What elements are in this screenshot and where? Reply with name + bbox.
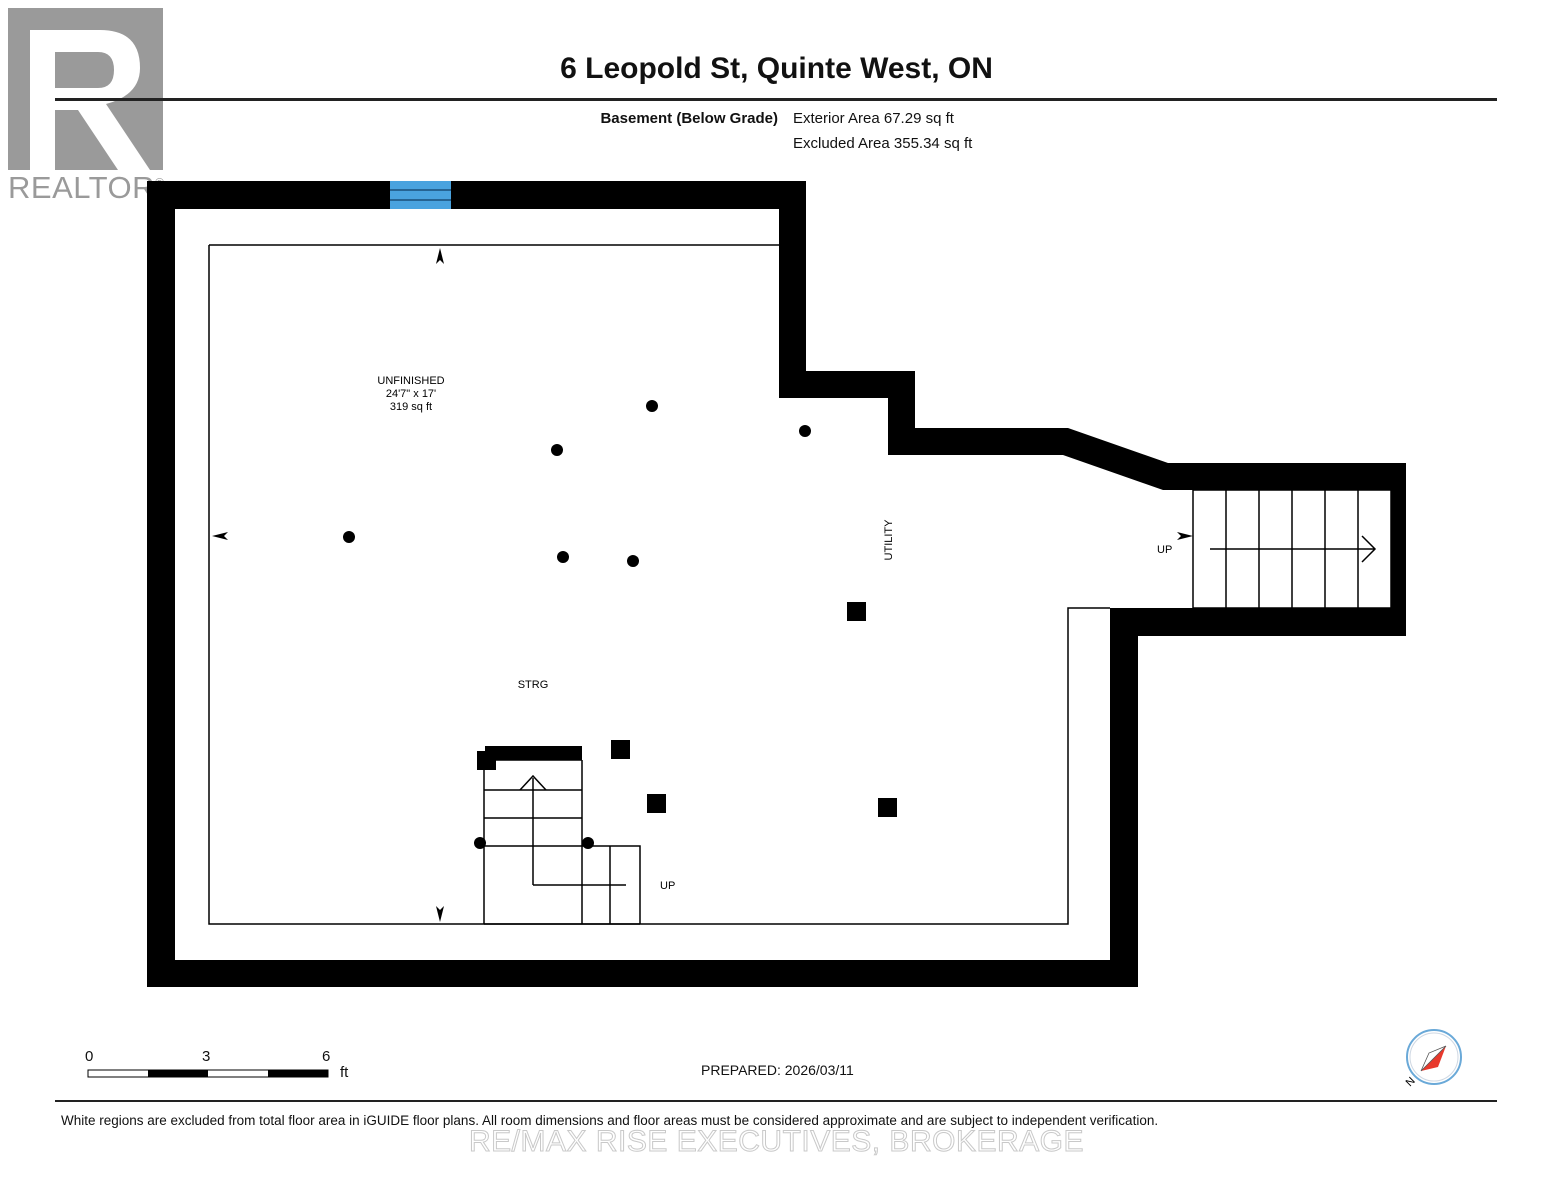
exterior-wall: [147, 181, 1406, 987]
room-name-utility: UTILITY: [883, 519, 895, 561]
prepared-date: PREPARED: 2026/03/11: [701, 1062, 854, 1078]
compass-icon: N: [1398, 1025, 1470, 1095]
scale-label: 0: [85, 1048, 94, 1065]
scale-bar: [87, 1069, 329, 1078]
main-staircase: [483, 746, 641, 925]
brokerage-watermark: RE/MAX RISE EXECUTIVES, BROKERAGE: [469, 1125, 1084, 1159]
dimension-arrow: [212, 532, 228, 540]
scale-unit: ft: [340, 1064, 349, 1081]
room-name-unfinished: UNFINISHED: [377, 375, 444, 387]
exterior-area-text: Exterior Area 67.29 sq ft: [793, 110, 954, 127]
stair-arrow: [1177, 532, 1193, 540]
stairs-up-label: UP: [1157, 544, 1172, 556]
realtor-wordmark: REALTOR®: [8, 170, 164, 205]
floor-label: Basement (Below Grade): [600, 110, 778, 127]
scale-label: 3: [202, 1048, 211, 1065]
footer-divider: [55, 1100, 1497, 1102]
disclaimer-text: White regions are excluded from total fl…: [61, 1113, 1159, 1128]
dimension-arrow: [436, 248, 444, 264]
room-area: 319 sq ft: [390, 401, 432, 413]
excluded-area-text: Excluded Area 355.34 sq ft: [793, 135, 973, 152]
stairs-up-label: UP: [660, 880, 675, 892]
room-dimensions: 24'7" x 17': [386, 388, 436, 400]
window: [390, 181, 451, 209]
header-divider: [55, 98, 1497, 101]
side-staircase: [1192, 489, 1392, 609]
page-title: 6 Leopold St, Quinte West, ON: [560, 52, 993, 85]
dimension-arrow: [436, 906, 444, 922]
scale-label: 6: [322, 1048, 331, 1065]
support-posts: [343, 400, 897, 849]
room-name-storage: STRG: [518, 679, 549, 691]
room-boundary: [208, 244, 1110, 925]
